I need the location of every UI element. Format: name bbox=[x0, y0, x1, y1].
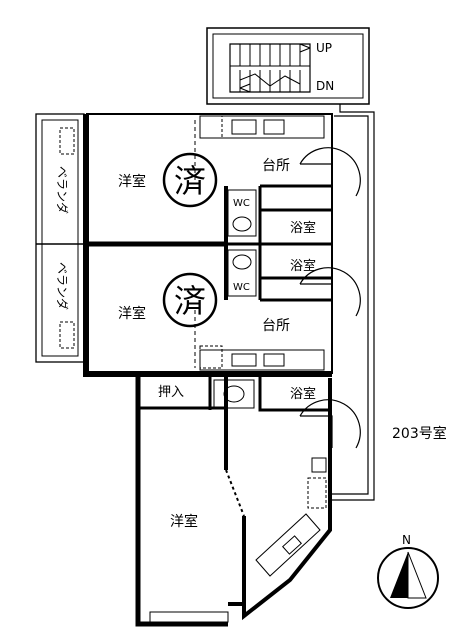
staircase bbox=[206, 27, 370, 105]
closet-label: 押入 bbox=[158, 385, 184, 400]
toilets bbox=[227, 189, 257, 297]
upper-veranda-label: ベランダ bbox=[55, 166, 70, 214]
middle-bath-label: 浴室 bbox=[290, 258, 316, 274]
veranda-strip bbox=[35, 113, 85, 363]
stamp-upper: 済 bbox=[162, 152, 218, 208]
upper-kitchen-label: 台所 bbox=[262, 158, 290, 174]
room-number-label: 203号室 bbox=[392, 425, 447, 442]
walls-203 bbox=[135, 376, 332, 627]
upper-western-room-label: 洋室 bbox=[118, 173, 146, 190]
north-compass-icon bbox=[377, 547, 439, 609]
middle-western-room-label: 洋室 bbox=[118, 305, 146, 322]
compass-n-label: N bbox=[402, 533, 411, 547]
kitchen-fixtures bbox=[199, 115, 325, 371]
walls-upper bbox=[83, 113, 333, 377]
stair-dn-label: DN bbox=[316, 79, 334, 93]
stamp-middle: 済 bbox=[162, 272, 218, 328]
middle-veranda-label: ベランダ bbox=[55, 262, 70, 310]
unit203-western-room-label: 洋室 bbox=[170, 513, 198, 530]
middle-kitchen-label: 台所 bbox=[262, 318, 290, 334]
corridor bbox=[332, 104, 375, 501]
unit203-bath-label: 浴室 bbox=[290, 386, 316, 402]
stamp-upper-text: 済 bbox=[174, 162, 206, 200]
middle-toilet-label: WC bbox=[233, 282, 250, 293]
upper-bath-label: 浴室 bbox=[290, 220, 316, 236]
upper-toilet-label: WC bbox=[233, 198, 250, 209]
stair-up-label: UP bbox=[316, 41, 332, 55]
stamp-middle-text: 済 bbox=[174, 282, 206, 320]
